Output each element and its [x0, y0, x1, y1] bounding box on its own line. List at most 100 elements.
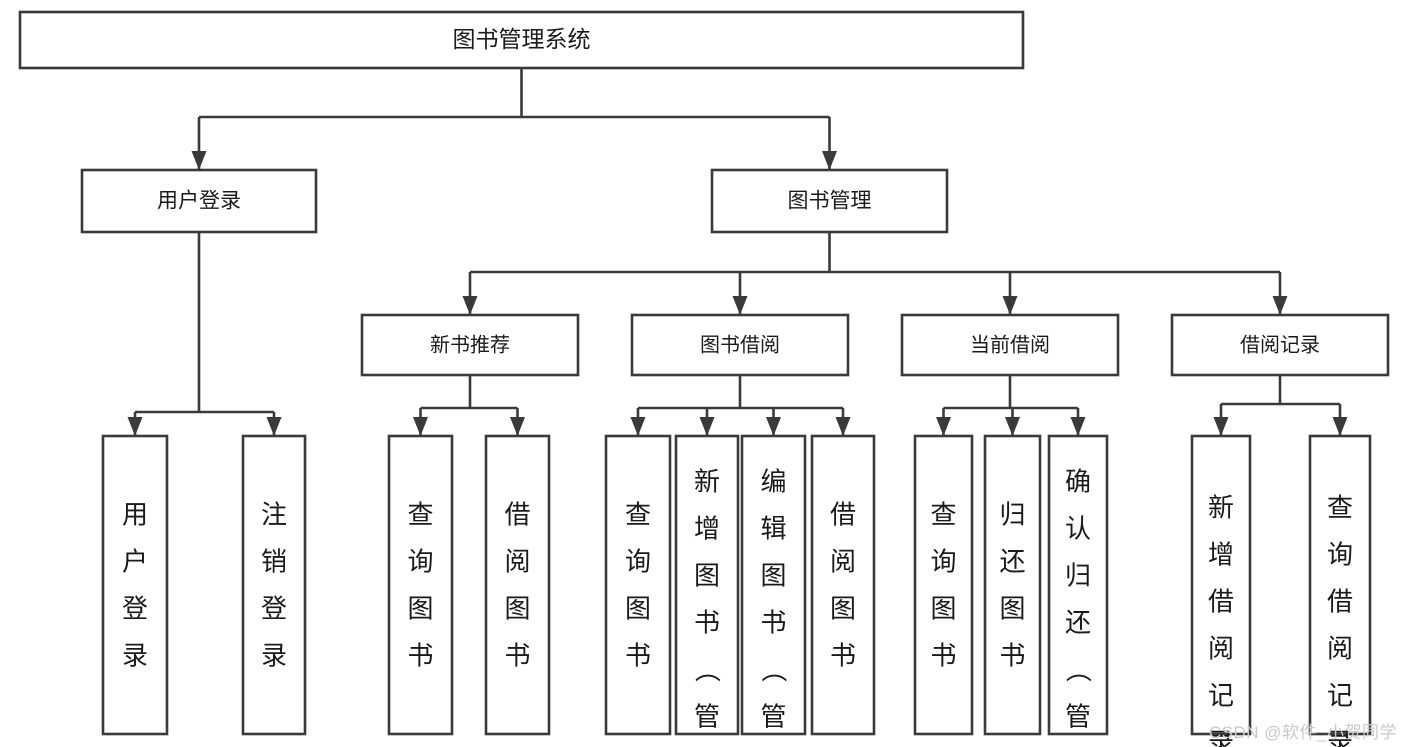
leaf-node-7-借阅图书-char-2: 图: [830, 594, 856, 624]
edge-借阅记录-drop-1-arrowhead: [1332, 417, 1348, 436]
leaf-node-11-新增借阅记录-rect: [1190, 434, 1252, 736]
edge-root-drop-0-arrowhead: [191, 151, 207, 170]
leaf-node-2-查询图书-char-1: 询: [407, 547, 433, 577]
root-node-图书管理系统-label: 图书管理系统: [453, 26, 591, 52]
leaf-node-0-用户登录-char-0: 用: [122, 500, 148, 530]
leaf-node-5-新增图书管理员-char-1: 增: [694, 514, 720, 544]
leaf-node-11-新增借阅记录-char-0: 新: [1208, 493, 1234, 523]
leaf-node-2-查询图书-rect: [387, 434, 454, 736]
level2-node-1-图书借阅[interactable]: 图书借阅: [630, 313, 850, 377]
leaf-node-7-借阅图书-char-1: 阅: [830, 547, 856, 577]
leaf-node-5-新增图书管理员-rect: [674, 434, 740, 736]
level2-node-1-图书借阅-label: 图书借阅: [700, 333, 780, 356]
edge-图书借阅-drop-0-arrowhead: [630, 417, 646, 436]
leaf-node-12-查询借阅记录-char-5: 录: [1327, 728, 1353, 747]
leaf-node-10-确认归还管理员-char-5: 管: [1065, 702, 1091, 732]
leaf-node-4-查询图书-char-2: 图: [625, 594, 651, 624]
leaf-node-0-用户登录-char-2: 登: [122, 594, 148, 624]
leaf-node-11-新增借阅记录-char-3: 阅: [1208, 634, 1234, 664]
leaf-node-5-新增图书管理员-char-3: 书: [694, 608, 720, 638]
leaf-node-4-查询图书-char-1: 询: [625, 547, 651, 577]
leaf-node-1-注销登录-char-1: 销: [261, 547, 287, 577]
leaf-node-3-借阅图书-rect: [484, 434, 551, 736]
leaf-node-10-确认归还管理员-char-1: 认: [1065, 514, 1091, 544]
leaf-node-5-新增图书管理员-char-4: （: [692, 656, 722, 682]
edge-用户登录-drop-1-arrowhead: [266, 417, 282, 436]
leaf-node-12-查询借阅记录-rect: [1308, 434, 1372, 736]
edge-用户登录-drop-0-arrowhead: [127, 417, 143, 436]
leaf-node-12-查询借阅记录-char-4: 记: [1327, 681, 1353, 711]
leaf-node-10-确认归还管理员-char-3: 还: [1065, 608, 1091, 638]
leaf-node-3-借阅图书-char-1: 阅: [504, 547, 530, 577]
leaf-node-1-注销登录-char-0: 注: [261, 500, 287, 530]
leaf-node-1-注销登录-char-2: 登: [261, 594, 287, 624]
edge-新书推荐-drop-1-arrowhead: [510, 417, 525, 436]
leaf-node-9-归还图书-char-3: 书: [999, 641, 1025, 671]
leaf-node-11-新增借阅记录-char-5: 录: [1208, 728, 1234, 747]
leaf-node-9-归还图书-char-0: 归: [999, 500, 1025, 530]
edge-图书借阅-drop-1-arrowhead: [699, 417, 715, 436]
edge-book-mgmt-drop-1-arrowhead: [732, 296, 748, 315]
level2-node-3-借阅记录-rect: [1170, 313, 1390, 377]
leaf-node-2-查询图书-char-2: 图: [407, 594, 433, 624]
leaf-node-9-归还图书-char-2: 图: [999, 594, 1025, 624]
leaf-node-6-编辑图书管理员-char-1: 辑: [760, 514, 786, 544]
level2-node-2-当前借阅-label: 当前借阅: [970, 333, 1050, 356]
level1-node-1-图书管理-label: 图书管理: [788, 190, 872, 213]
level1-node-1-图书管理-rect: [710, 168, 949, 234]
leaf-node-4-查询图书-char-0: 查: [625, 500, 651, 530]
leaf-node-12-查询借阅记录-char-2: 借: [1327, 587, 1353, 617]
leaf-node-4-查询图书-rect: [604, 434, 672, 736]
leaf-node-5-新增图书管理员-char-0: 新: [694, 467, 720, 497]
level2-node-2-当前借阅[interactable]: 当前借阅: [900, 313, 1120, 377]
leaf-node-5-新增图书管理员-char-2: 图: [694, 561, 720, 591]
root-node-图书管理系统[interactable]: 图书管理系统: [18, 10, 1025, 70]
leaf-node-6-编辑图书管理员-char-0: 编: [760, 467, 786, 497]
leaf-node-8-查询图书-char-2: 图: [930, 594, 956, 624]
level1-node-1-图书管理[interactable]: 图书管理: [710, 168, 949, 234]
leaf-node-6-编辑图书管理员-char-3: 书: [760, 608, 786, 638]
level2-node-0-新书推荐[interactable]: 新书推荐: [360, 313, 580, 377]
leaf-node-10-确认归还管理员-char-4: （: [1063, 656, 1093, 682]
leaf-node-7-借阅图书-rect: [810, 434, 876, 736]
edge-新书推荐-drop-0-arrowhead: [413, 417, 428, 436]
connector-layer: [127, 68, 1348, 436]
leaf-node-11-新增借阅记录-char-1: 增: [1208, 540, 1234, 570]
edge-root-drop-1-arrowhead: [822, 151, 837, 170]
leaf-node-10-确认归还管理员-char-0: 确: [1065, 467, 1091, 497]
edge-图书借阅-drop-3-arrowhead: [835, 417, 851, 436]
edge-图书借阅-drop-2-arrowhead: [766, 417, 781, 436]
level1-node-0-用户登录[interactable]: 用户登录: [80, 168, 318, 234]
leaf-node-1-注销登录-char-3: 录: [261, 641, 287, 671]
leaf-node-0-用户登录-char-1: 户: [122, 547, 148, 577]
leaf-node-11-新增借阅记录-char-4: 记: [1208, 681, 1234, 711]
leaf-node-0-用户登录-rect: [101, 434, 169, 736]
leaf-node-0-用户登录[interactable]: 用户登录: [101, 434, 169, 736]
leaf-node-11-新增借阅记录-char-2: 借: [1208, 587, 1234, 617]
leaf-node-12-查询借阅记录-char-1: 询: [1327, 540, 1353, 570]
level2-node-2-当前借阅-rect: [900, 313, 1120, 377]
leaf-node-8-查询图书-char-3: 书: [930, 641, 956, 671]
level2-node-3-借阅记录-label: 借阅记录: [1240, 333, 1320, 356]
level2-node-3-借阅记录[interactable]: 借阅记录: [1170, 313, 1390, 377]
leaf-node-1-注销登录-rect: [241, 434, 307, 736]
leaf-node-10-确认归还管理员-rect: [1047, 434, 1109, 736]
leaf-node-8-查询图书-char-1: 询: [930, 547, 956, 577]
leaf-node-2-查询图书-char-0: 查: [407, 500, 433, 530]
leaf-node-12-查询借阅记录-char-0: 查: [1327, 493, 1353, 523]
leaf-node-7-借阅图书-char-0: 借: [830, 500, 856, 530]
